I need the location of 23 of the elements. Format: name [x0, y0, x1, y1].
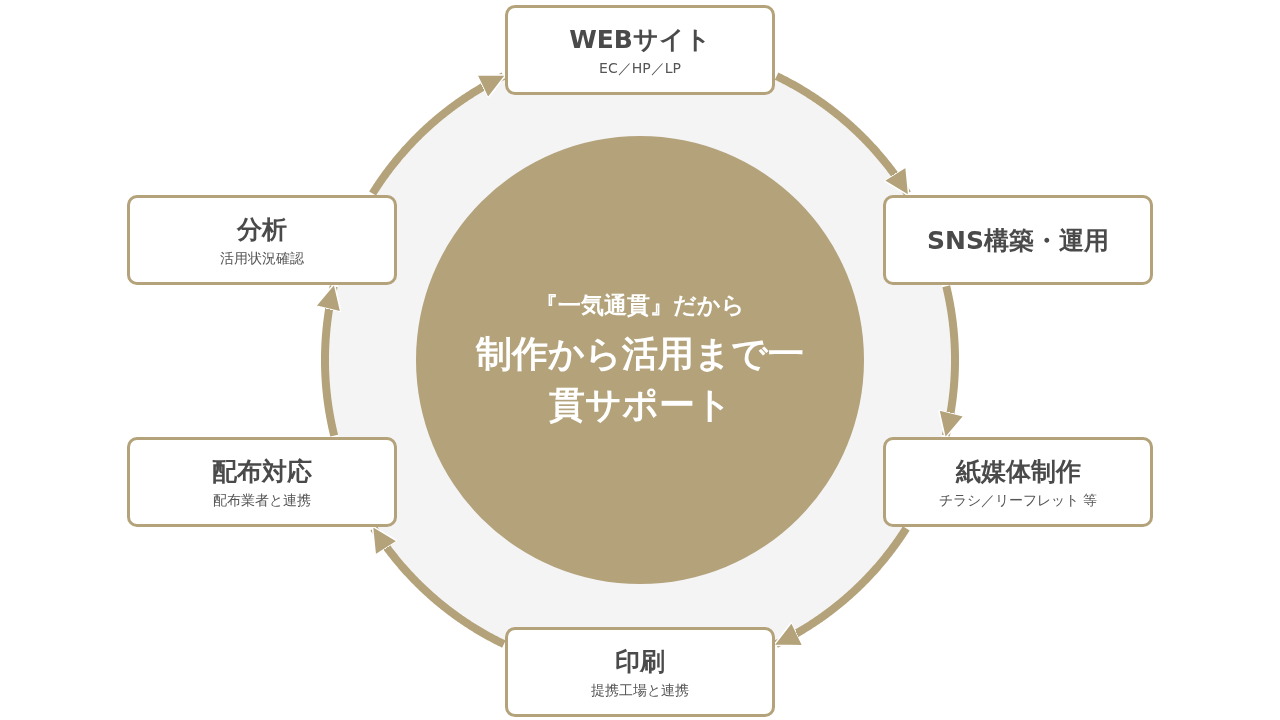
- step-subtitle: EC／HP／LP: [599, 59, 681, 78]
- step-subtitle: チラシ／リーフレット 等: [938, 491, 1098, 510]
- step-title: WEBサイト: [569, 23, 711, 56]
- step-box: [505, 627, 775, 717]
- step-subtitle: 活用状況確認: [220, 249, 304, 268]
- step-title: 紙媒体制作: [955, 455, 1081, 488]
- arrow: [773, 72, 911, 197]
- step-subtitle: 配布業者と連携: [213, 491, 311, 510]
- arrow: [370, 525, 507, 648]
- step-title: 配布対応: [212, 455, 312, 488]
- arrow: [369, 72, 507, 197]
- step-title: 印刷: [615, 645, 665, 678]
- step-title: 分析: [237, 213, 287, 246]
- step-title: SNS構築・運用: [927, 224, 1109, 257]
- step-box: [127, 437, 397, 527]
- step-box: [883, 437, 1153, 527]
- step-box: [883, 195, 1153, 285]
- step-box: [505, 5, 775, 95]
- tagline: 『一気通貫』だから: [535, 291, 745, 321]
- step-box: [127, 195, 397, 285]
- headline: 制作から活用まで一貫サポート: [474, 332, 805, 427]
- arrow: [773, 525, 910, 648]
- step-subtitle: 提携工場と連携: [591, 681, 689, 700]
